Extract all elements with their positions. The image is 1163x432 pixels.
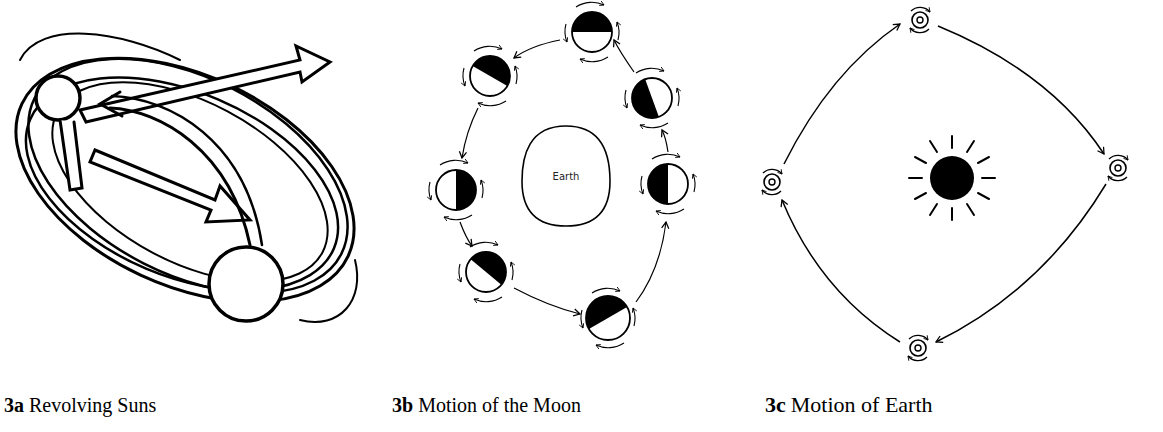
node-label: Earth	[553, 171, 580, 182]
figure-caption: Revolving Suns	[29, 394, 156, 417]
earth-circle: Earth	[520, 124, 612, 228]
figure-caption: Motion of Earth	[791, 392, 933, 418]
figure-number: 3c	[765, 392, 786, 418]
figure-number: 3b	[392, 394, 413, 417]
moon-phases-sketch	[429, 2, 695, 347]
figure-number: 3a	[4, 394, 24, 417]
revolving-suns-sketch	[0, 9, 393, 351]
figure-caption: Motion of the Moon	[418, 394, 581, 417]
earth-orbit-sketch	[762, 7, 1128, 360]
